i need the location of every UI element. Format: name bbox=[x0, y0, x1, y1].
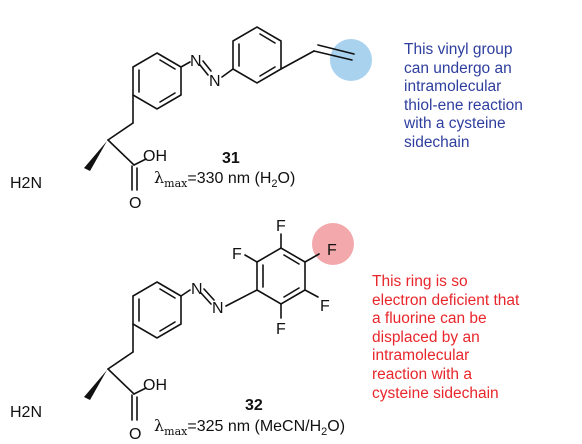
azo-double-bond bbox=[200, 292, 212, 305]
ring-double-bond bbox=[283, 287, 300, 298]
amine-label-31: H2N bbox=[10, 175, 42, 192]
vinyl-double-bond bbox=[313, 50, 353, 61]
carbonyl-oxygen-label-32: O bbox=[129, 426, 141, 443]
fluorine-annotation: This ring is so electron deficient that … bbox=[372, 273, 519, 403]
hydroxyl-label-31: OH bbox=[143, 148, 167, 165]
vinyl-annotation: This vinyl group can undergo an intramol… bbox=[404, 41, 523, 153]
ring-double-bond bbox=[159, 92, 176, 103]
compound-31-structure: N N H2N OH O 31 λmax bbox=[10, 26, 372, 212]
azo-double-bond bbox=[203, 288, 215, 301]
hydroxyl-label-32: OH bbox=[143, 377, 167, 394]
ch2-to-calpha-bond bbox=[107, 351, 134, 370]
fluorine-upper-left: F bbox=[232, 246, 242, 263]
lambda-max-32: λmax=325 nm (MeCN/H2O) bbox=[154, 416, 345, 438]
azo-nitrogen-2: N bbox=[209, 73, 221, 90]
annotation-line: displaced by an bbox=[372, 328, 480, 346]
annotation-line: intramolecular bbox=[404, 78, 502, 96]
fluorine-upper-right: F bbox=[327, 242, 337, 259]
fluorine-top: F bbox=[276, 218, 286, 235]
annotation-line: with a cysteine bbox=[404, 115, 506, 133]
carboxyl-to-oh-bond bbox=[133, 158, 147, 166]
stereo-wedge-31 bbox=[84, 141, 107, 171]
calpha-to-carboxyl-bond bbox=[107, 139, 135, 166]
compound-number-31: 31 bbox=[222, 150, 240, 167]
annotation-line: a fluorine can be bbox=[372, 310, 487, 328]
annotation-line: reaction with a bbox=[372, 365, 472, 383]
carbonyl-oxygen-label-31: O bbox=[129, 195, 141, 212]
cf-bond-upper-right bbox=[304, 253, 320, 263]
phenyl-ring-32 bbox=[132, 281, 182, 339]
fluorine-lower-right: F bbox=[320, 298, 330, 315]
azo-nitrogen-1: N bbox=[190, 53, 202, 70]
amine-label-32: H2N bbox=[10, 404, 42, 421]
cf-bond-lower-right bbox=[304, 289, 319, 298]
calpha-to-carboxyl-bond bbox=[107, 368, 135, 395]
azo-double-bond bbox=[202, 60, 212, 72]
lambda-max-31: λmax=330 nm (H2O) bbox=[154, 168, 295, 190]
pentafluorophenyl-ring bbox=[256, 247, 306, 305]
azo-nitrogen-2: N bbox=[212, 300, 224, 317]
compound-32-structure: N N F F F F F H2N bbox=[10, 218, 354, 443]
meta-phenyl-ring-31 bbox=[232, 26, 282, 84]
ring-to-azo-bond bbox=[180, 61, 191, 68]
annotation-line: cysteine sidechain bbox=[372, 384, 499, 402]
cf-bond-upper-left bbox=[244, 254, 258, 263]
azo-nitrogen-1: N bbox=[191, 281, 203, 298]
vinyl-single-bond bbox=[280, 50, 315, 70]
stereo-wedge-32 bbox=[84, 370, 107, 400]
phenyl-ring-31 bbox=[132, 52, 182, 110]
ring-double-bond bbox=[283, 254, 300, 265]
ring-double-bond bbox=[159, 59, 176, 70]
annotation-line: intramolecular bbox=[372, 347, 470, 365]
annotation-line: This vinyl group bbox=[404, 41, 513, 58]
annotation-line: thiol-ene reaction bbox=[404, 96, 523, 114]
fluorine-highlight bbox=[312, 223, 354, 265]
annotation-line: can undergo an bbox=[404, 59, 512, 77]
ch2-to-calpha-bond bbox=[107, 122, 134, 141]
ring-to-azo-bond bbox=[180, 289, 191, 297]
ring-double-bond bbox=[159, 288, 176, 299]
compound-number-32: 32 bbox=[245, 397, 263, 414]
annotation-line: electron deficient that bbox=[372, 291, 520, 309]
ring-double-bond bbox=[159, 321, 176, 332]
azo-to-ring-bond bbox=[225, 289, 258, 307]
azo-double-bond bbox=[199, 64, 209, 76]
fluorine-bottom: F bbox=[276, 321, 286, 338]
ring-double-bond bbox=[259, 66, 276, 77]
annotation-line: This ring is so bbox=[372, 273, 468, 290]
azo-to-ring-bond bbox=[221, 68, 234, 78]
ring-double-bond bbox=[259, 33, 276, 44]
annotation-line: sidechain bbox=[404, 133, 470, 151]
vinyl-double-bond bbox=[317, 44, 355, 55]
carboxyl-to-oh-bond bbox=[133, 387, 147, 395]
